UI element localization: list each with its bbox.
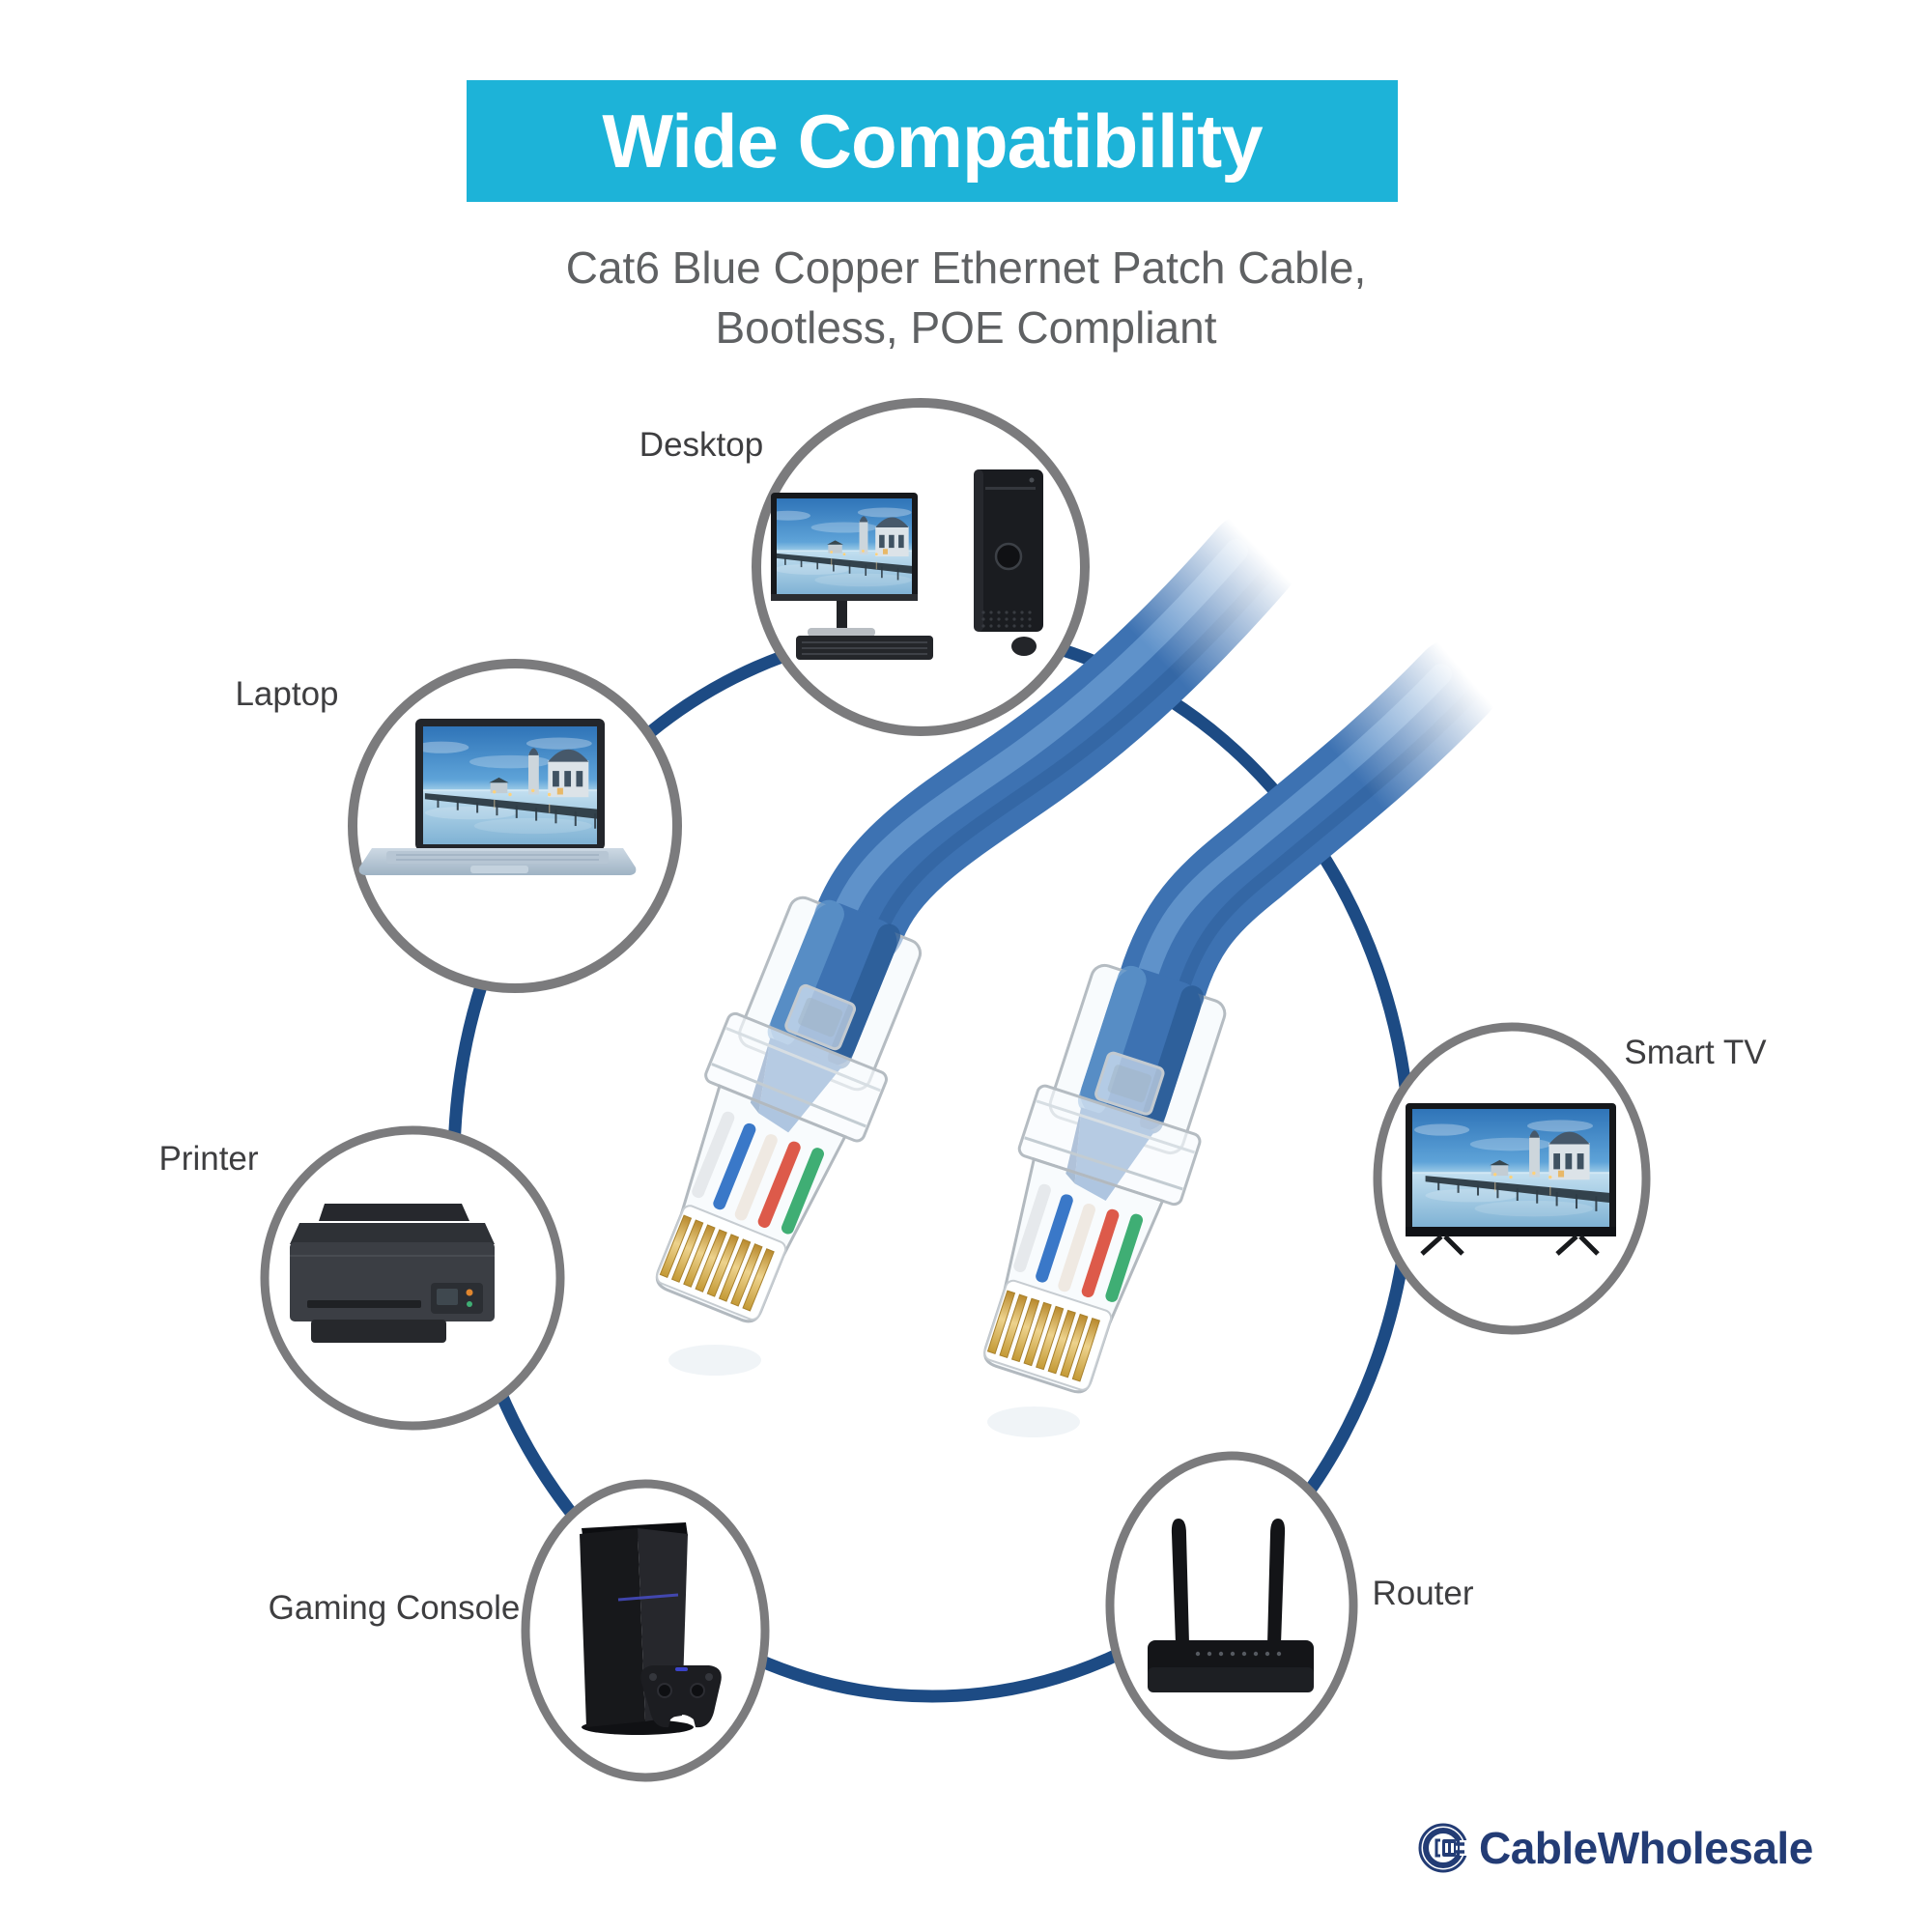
device-label-gaming-console: Gaming Console [268, 1589, 521, 1627]
ethernet-cable-right [1118, 638, 1501, 1030]
rj45-connector-left [623, 879, 944, 1339]
ethernet-cable-left [813, 512, 1299, 969]
rj45-connector-right [951, 948, 1247, 1406]
subtitle-line-2: Bootless, POE Compliant [715, 302, 1217, 353]
product-subtitle: Cat6 Blue Copper Ethernet Patch Cable, B… [483, 238, 1449, 357]
device-label-router: Router [1372, 1575, 1474, 1612]
desktop-tower [974, 469, 1043, 632]
desktop-illustration [771, 469, 1043, 660]
device-label-laptop: Laptop [235, 675, 339, 713]
device-label-printer: Printer [158, 1140, 259, 1178]
page-title: Wide Compatibility [602, 98, 1263, 184]
smart-tv-illustration [1406, 1103, 1616, 1256]
device-circle-router [1105, 1451, 1358, 1760]
desktop-keyboard [796, 636, 933, 660]
connector-reflection-right [987, 1406, 1080, 1437]
desktop-mouse [1011, 637, 1037, 656]
desktop-monitor [771, 493, 918, 637]
cablewholesale-logo-icon [1418, 1823, 1470, 1873]
connector-reflection-left [668, 1345, 761, 1376]
subtitle-line-1: Cat6 Blue Copper Ethernet Patch Cable, [565, 242, 1367, 293]
brand-logo: CableWholesale [1416, 1820, 1813, 1876]
banner: Wide Compatibility [467, 80, 1398, 202]
printer-illustration [290, 1204, 495, 1343]
game-controller [640, 1665, 722, 1728]
router-antennas [1171, 1519, 1286, 1644]
device-label-desktop: Desktop [639, 426, 764, 464]
laptop-illustration [358, 719, 637, 875]
tv-stand-legs [1420, 1235, 1600, 1256]
brand-logo-text: CableWholesale [1479, 1823, 1813, 1873]
device-label-smart-tv: Smart TV [1624, 1034, 1767, 1071]
router-illustration [1148, 1519, 1314, 1692]
gaming-console-illustration [580, 1522, 722, 1735]
